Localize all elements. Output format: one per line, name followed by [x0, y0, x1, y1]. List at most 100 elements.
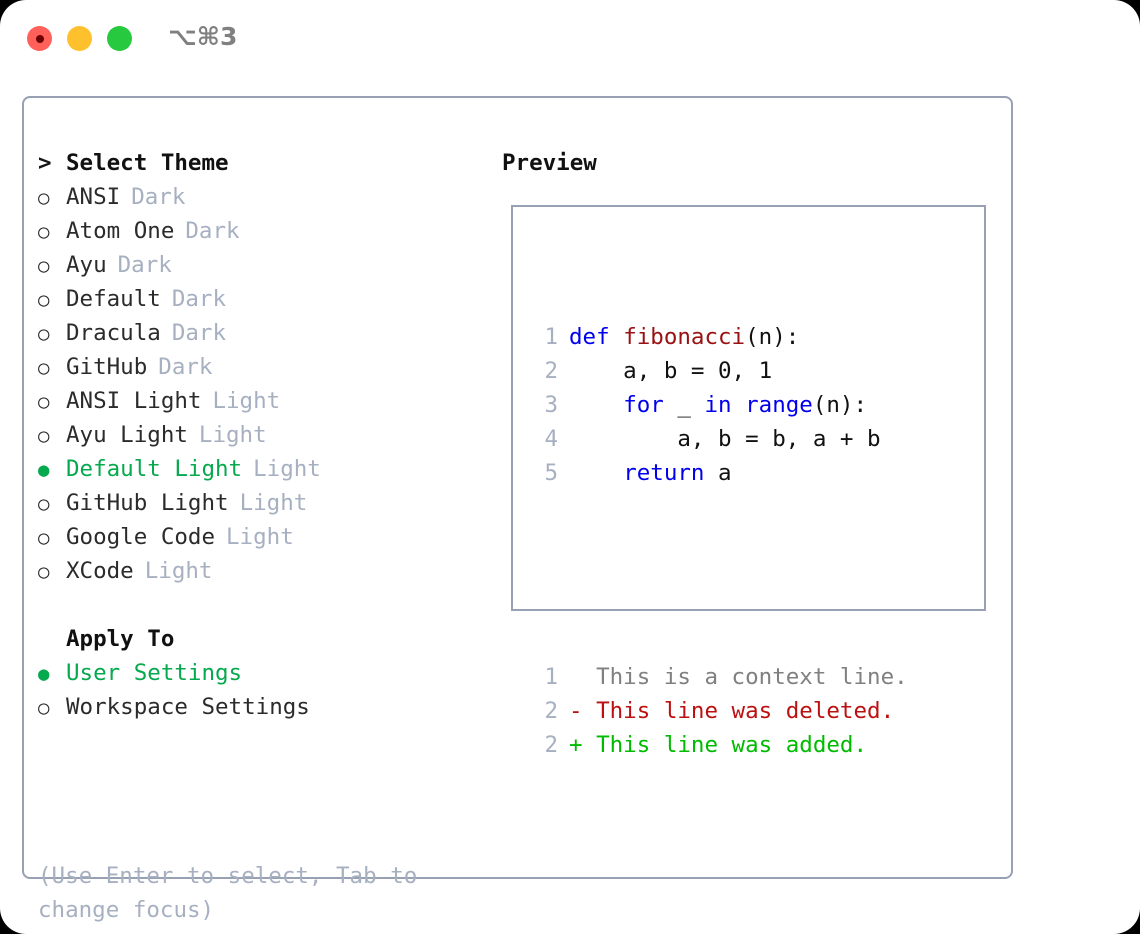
theme-name-label: Atom One	[66, 218, 175, 244]
code-token-kw: def	[569, 324, 624, 350]
title-bar: ⌥⌘3	[0, 0, 1140, 78]
apply-to-header: Apply To	[38, 622, 498, 656]
line-number: 1	[544, 664, 558, 690]
code-token-txt: a, b = 0, 1	[569, 358, 773, 384]
radio-unselected-icon: ○	[38, 425, 50, 447]
radio-unselected-icon: ○	[38, 493, 50, 515]
line-number: 1	[544, 324, 558, 350]
keyboard-hint-line-2: change focus)	[38, 897, 215, 923]
minimize-window-button[interactable]	[67, 26, 92, 51]
theme-name-label: Ayu Light	[66, 422, 188, 448]
code-token-kw: in range	[704, 392, 813, 418]
apply-to-header-label: Apply To	[66, 626, 175, 652]
code-line: 3 for _ in range(n):	[532, 388, 908, 422]
theme-variant-tag: Light	[226, 524, 294, 550]
theme-list-item[interactable]: ○ Dracula Dark	[38, 316, 498, 350]
close-window-button[interactable]	[27, 26, 52, 51]
code-token-kw: return	[623, 460, 705, 486]
code-token-txt	[569, 460, 623, 486]
radio-unselected-icon: ○	[38, 697, 50, 719]
radio-unselected-icon: ○	[38, 391, 50, 413]
diff-lines: 1 This is a context line.2- This line wa…	[532, 660, 908, 762]
caret-icon: >	[38, 150, 52, 176]
code-token-txt: (n):	[745, 324, 800, 350]
radio-unselected-icon: ○	[38, 323, 50, 345]
section-spacer	[38, 588, 498, 622]
code-token-kw: for	[623, 392, 664, 418]
theme-name-label: Google Code	[66, 524, 216, 550]
theme-variant-tag: Dark	[158, 354, 213, 380]
code-token-txt: a	[704, 460, 732, 486]
radio-unselected-icon: ○	[38, 289, 50, 311]
theme-variant-tag: Dark	[171, 286, 227, 312]
code-line-content: return a	[569, 456, 732, 490]
line-number: 4	[544, 426, 558, 452]
code-token-txt: _	[663, 392, 705, 418]
diff-marker: -	[569, 698, 597, 724]
keyboard-hint-line-1: (Use Enter to select, Tab to	[38, 863, 418, 889]
code-token-txt: a, b = b, a + b	[569, 426, 881, 452]
apply-to-list-item[interactable]: ○ Workspace Settings	[38, 690, 498, 724]
diff-line-content: - This line was deleted.	[569, 694, 894, 728]
theme-list-item[interactable]: ○ GitHub Light Light	[38, 486, 498, 520]
theme-list-item[interactable]: ○ Ayu Light Light	[38, 418, 498, 452]
line-number: 5	[544, 460, 558, 486]
theme-variant-tag: Light	[253, 456, 321, 482]
line-number: 2	[544, 698, 558, 724]
diff-text: This line was added.	[596, 732, 868, 758]
diff-line: 2- This line was deleted.	[532, 694, 908, 728]
diff-text: This is a context line.	[596, 664, 908, 690]
select-theme-header: > Select Theme	[38, 146, 498, 180]
code-token-fn: fibonacci	[623, 324, 746, 350]
radio-unselected-icon: ○	[38, 221, 50, 243]
apply-to-list-item[interactable]: ● User Settings	[38, 656, 498, 690]
diff-line-content: This is a context line.	[569, 660, 908, 694]
code-line-content: a, b = 0, 1	[569, 354, 772, 388]
theme-variant-tag: Dark	[171, 320, 227, 346]
code-line-content: def fibonacci(n):	[569, 320, 799, 354]
code-diff-spacer	[532, 558, 908, 592]
radio-unselected-icon: ○	[38, 255, 50, 277]
apply-to-bullet-placeholder	[38, 623, 66, 657]
code-line: 1 def fibonacci(n):	[532, 320, 908, 354]
apply-to-label: Workspace Settings	[66, 694, 310, 720]
theme-list-item[interactable]: ○ Default Dark	[38, 282, 498, 316]
theme-name-label: GitHub Light	[66, 490, 229, 516]
code-line: 5 return a	[532, 456, 908, 490]
line-number: 2	[544, 358, 558, 384]
theme-variant-tag: Dark	[185, 218, 240, 244]
maximize-window-button[interactable]	[107, 26, 132, 51]
theme-variant-tag: Light	[198, 422, 267, 448]
code-line: 2 a, b = 0, 1	[532, 354, 908, 388]
diff-text: This line was deleted.	[596, 698, 895, 724]
radio-selected-icon: ●	[38, 459, 50, 481]
theme-name-label: GitHub	[66, 354, 148, 380]
theme-name-label: Default	[66, 286, 161, 312]
preview-title: Preview	[502, 150, 597, 176]
code-line: 4 a, b = b, a + b	[532, 422, 908, 456]
theme-list-item[interactable]: ○ Atom One Dark	[38, 214, 498, 248]
theme-name-label: Dracula	[66, 320, 161, 346]
code-line-content: for _ in range(n):	[569, 388, 867, 422]
theme-name-label: XCode	[66, 558, 134, 584]
theme-variant-tag: Light	[239, 490, 308, 516]
code-token-txt	[569, 392, 623, 418]
theme-name-label: ANSI Light	[66, 388, 202, 414]
diff-line: 2+ This line was added.	[532, 728, 908, 762]
theme-name-label: ANSI	[66, 184, 121, 210]
apply-to-label: User Settings	[66, 660, 243, 686]
keyboard-hint: (Use Enter to select, Tab to change focu…	[38, 859, 458, 927]
radio-selected-icon: ●	[38, 663, 50, 685]
theme-name-label: Ayu	[66, 252, 107, 278]
